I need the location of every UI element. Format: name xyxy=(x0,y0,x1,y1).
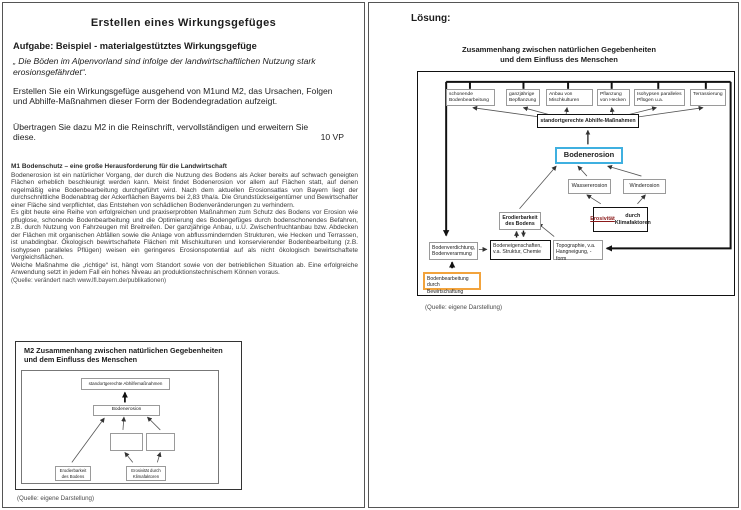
m2-erodibility-box: Erodierbarkeit des Bodens xyxy=(55,466,91,481)
bodeneigenschaften-box: Bodeneigenschaften, v.a. Struktur, Chemi… xyxy=(490,240,551,260)
task-instruction-2: Übertragen Sie dazu M2 in die Reinschrif… xyxy=(13,122,309,143)
erosivitaet-rest: durch Klimafaktoren xyxy=(614,213,651,226)
solution-panel: Lösung: Zusammenhang zwischen natürliche… xyxy=(368,2,739,508)
topographie-box: Topographie, v.a. Hangneigung, -form xyxy=(553,240,603,262)
m1-paragraph-1: Bodenerosion ist ein natürlicher Vorgang… xyxy=(11,171,358,209)
erosivitaet-word: Erosivität xyxy=(590,216,615,223)
solution-diagram: schonende Bodenbearbeitung ganzjährige B… xyxy=(417,71,735,296)
m1-paragraph-3: Welche Maßnahme die „richtige“ ist, häng… xyxy=(11,261,358,277)
task-subtitle: Aufgabe: Beispiel - materialgestütztes W… xyxy=(13,41,257,51)
winderosion-box: Winderosion xyxy=(623,179,666,194)
measure-box-schonende-bodenbearbeitung: schonende Bodenbearbeitung xyxy=(446,89,495,106)
solution-diagram-title: Zusammenhang zwischen natürlichen Gegebe… xyxy=(461,45,657,64)
solution-heading: Lösung: xyxy=(411,13,451,24)
measure-box-pflanzung-von-hecken: Pflanzung von Hecken xyxy=(597,89,630,106)
measure-box-ganzjaehrige-bepflanzung: ganzjährige Bepflanzung xyxy=(506,89,540,106)
bodenerosion-box: Bodenerosion xyxy=(555,147,623,164)
page-title: Erstellen eines Wirkungsgefüges xyxy=(90,17,277,29)
task-instruction-1: Erstellen Sie ein Wirkungsgefüge ausgehe… xyxy=(13,86,333,107)
m2-source: (Quelle: eigene Darstellung) xyxy=(17,495,95,502)
m2-title: M2 Zusammenhang zwischen natürlichen Geg… xyxy=(24,346,223,364)
measure-box-isohypsen-pfluegen: Isohypsen paralleles Pflügen u.a. xyxy=(634,89,685,106)
m2-empty-box-2 xyxy=(146,433,175,451)
bodenverdichtung-box: Bodenverdichtung, Bodenverarmung xyxy=(429,242,478,260)
m2-erosion-box: Bodenerosion xyxy=(93,405,160,416)
points-label: 10 VP xyxy=(320,132,344,142)
m1-heading: M1 Bodenschutz – eine große Herausforder… xyxy=(11,163,227,170)
m1-text-block: M1 Bodenschutz – eine große Herausforder… xyxy=(11,163,358,284)
bodenbearbeitung-box: Bodenbearbeitung durch Bewirtschaftung xyxy=(423,272,481,295)
task-quote: „ Die Böden im Alpenvorland sind infolge… xyxy=(13,56,316,77)
solution-source: (Quelle: eigene Darstellung) xyxy=(425,304,503,311)
erodierbarkeit-box: Erodierbarkeit des Bodens xyxy=(499,212,541,230)
m1-source: (Quelle: verändert nach www.lfl.bayern.d… xyxy=(11,276,167,284)
m1-paragraph-2: Es gibt heute eine Reihe von erfolgreich… xyxy=(11,209,358,261)
m2-erosivity-box: Erosivität durch Klimafaktoren xyxy=(126,466,166,481)
erosivitaet-box: Erosivität durch Klimafaktoren xyxy=(590,207,651,232)
measure-box-anbau-von-mischkulturen: Anbau von Mischkulturen xyxy=(546,89,593,106)
m2-figure: M2 Zusammenhang zwischen natürlichen Geg… xyxy=(15,341,242,490)
wassererosion-box: Wassererosion xyxy=(568,179,611,194)
abhilfe-massnahmen-box: standortgerechte Abhilfe-Maßnahmen xyxy=(537,114,639,128)
task-panel: Erstellen eines Wirkungsgefüges Aufgabe:… xyxy=(2,2,365,508)
measure-box-terrassierung: Terrassierung xyxy=(690,89,726,106)
m2-empty-box-1 xyxy=(110,433,143,451)
m2-measures-box: standortgerechte Abhilfemaßnahmen xyxy=(81,378,170,390)
m2-diagram: standortgerechte Abhilfemaßnahmen Bodene… xyxy=(21,370,219,484)
